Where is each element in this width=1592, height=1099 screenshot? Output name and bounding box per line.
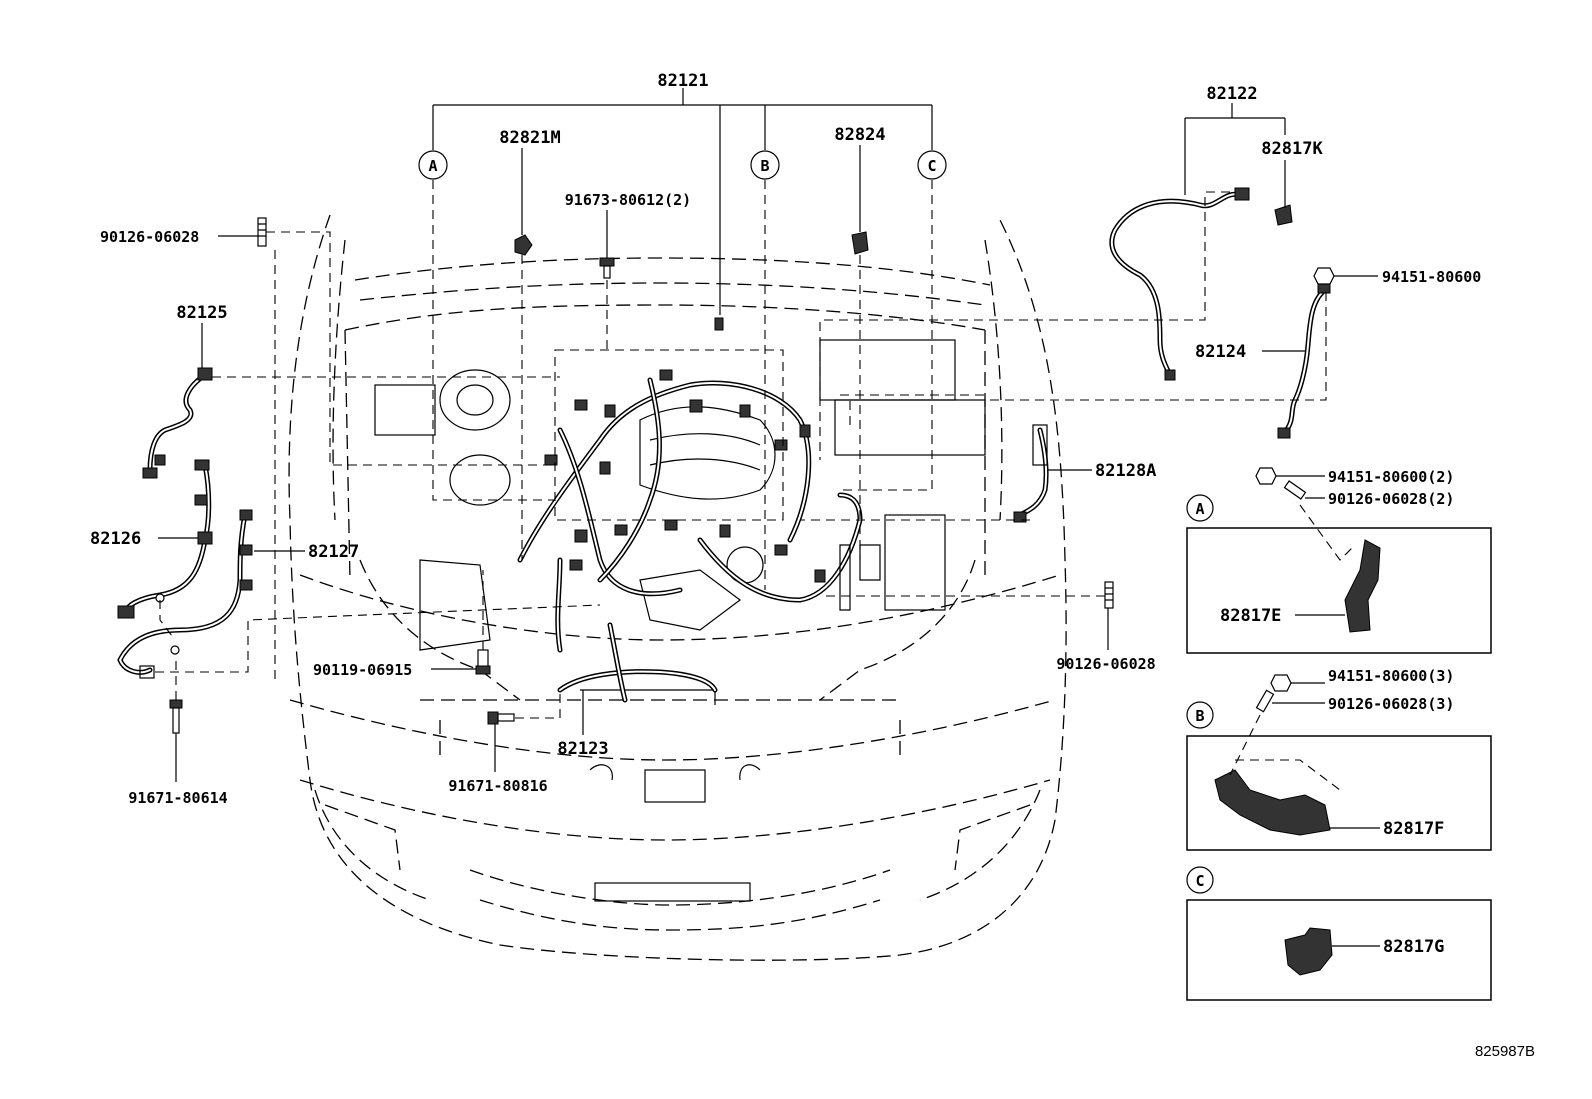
harness-82125: [142, 367, 213, 479]
detail-panel-b: B: [1186, 674, 1492, 851]
car-body-outline: [288, 214, 1067, 961]
label-82125: 82125: [176, 303, 227, 323]
callout-labels: 82121 82821M 82824 91673-80612(2) 90126-…: [90, 71, 1535, 1060]
label-82817k: 82817K: [1261, 139, 1323, 159]
label-90126-06028-3: 90126-06028(3): [1328, 695, 1454, 713]
nut-94151-80600: [1313, 267, 1335, 285]
label-94151-80600: 94151-80600: [1382, 268, 1481, 286]
label-90126-06028-2: 90126-06028(2): [1328, 490, 1454, 508]
clip-82821m: [514, 234, 533, 256]
screw-90126-06028-left: [257, 217, 267, 247]
svg-text:B: B: [760, 157, 769, 175]
label-91671-80614: 91671-80614: [128, 789, 227, 807]
label-82122: 82122: [1206, 84, 1257, 104]
label-82124: 82124: [1195, 342, 1246, 362]
ref-circle-c: C: [917, 150, 947, 180]
detail-panel-c: C: [1186, 866, 1492, 1001]
label-82824: 82824: [834, 125, 885, 145]
bolt-91671-80816: [487, 711, 515, 725]
harness-82122: [1109, 187, 1250, 381]
label-94151-80600-3: 94151-80600(3): [1328, 667, 1454, 685]
label-91671-80816: 91671-80816: [448, 777, 547, 795]
bolt-91671-80614: [169, 699, 183, 734]
harness-82126: [117, 459, 213, 619]
label-90126-06028-right: 90126-06028: [1056, 655, 1155, 673]
harness-82128a: [1013, 424, 1049, 523]
clip-91673-80612: [599, 257, 615, 279]
svg-text:A: A: [1195, 500, 1204, 518]
engine-bay-detail: [374, 339, 986, 803]
screw-90126-06028-right: [1104, 581, 1114, 609]
bolt-90119-06915: [475, 649, 491, 675]
label-82127: 82127: [308, 542, 359, 562]
label-82128a: 82128A: [1095, 461, 1156, 481]
label-82121: 82121: [657, 71, 708, 91]
ref-circle-a: A: [418, 150, 448, 180]
label-82123: 82123: [557, 739, 608, 759]
label-82821m: 82821M: [499, 128, 560, 148]
detail-panel-a: A: [1186, 467, 1492, 654]
label-82126: 82126: [90, 529, 141, 549]
harness-82127: [117, 509, 253, 679]
clip-82817k: [1274, 204, 1293, 226]
harness-82124: [1277, 282, 1331, 439]
label-90119-06915: 90119-06915: [313, 661, 412, 679]
ref-circle-b: B: [750, 150, 780, 180]
label-90126-06028-left: 90126-06028: [100, 228, 199, 246]
engine-harness-82121: [517, 317, 881, 653]
harness-82123: [557, 622, 718, 703]
label-82817f: 82817F: [1383, 819, 1444, 839]
svg-text:C: C: [1195, 872, 1204, 890]
svg-text:B: B: [1195, 707, 1204, 725]
svg-text:C: C: [927, 157, 936, 175]
diagram-code: 825987B: [1475, 1043, 1535, 1060]
clip-82824: [851, 231, 869, 255]
label-94151-80600-2: 94151-80600(2): [1328, 468, 1454, 486]
svg-text:A: A: [428, 157, 437, 175]
label-91673-80612: 91673-80612(2): [565, 191, 691, 209]
label-82817e: 82817E: [1220, 606, 1281, 626]
label-82817g: 82817G: [1383, 937, 1444, 957]
leader-lines: [155, 88, 1378, 782]
